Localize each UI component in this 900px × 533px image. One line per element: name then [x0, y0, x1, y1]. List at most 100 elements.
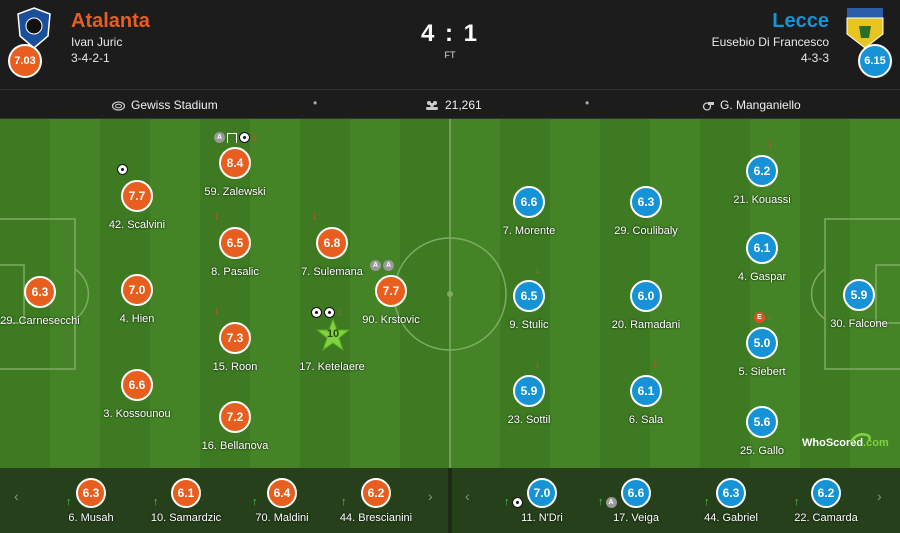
- player-name: 22. Camarda: [794, 512, 858, 524]
- sub-player-away[interactable]: 7.0 11. N'Dri: [497, 478, 587, 524]
- player-away[interactable]: 6.1 4. Gaspar: [707, 232, 817, 283]
- atalanta-crest-icon[interactable]: [14, 6, 54, 50]
- player-home[interactable]: 6.8 7. Sulemana: [277, 227, 387, 278]
- whoscored-logo[interactable]: WhoScored.com: [802, 437, 889, 449]
- player-name: 3. Kossounou: [103, 408, 171, 420]
- player-name: 17. Ketelaere: [299, 361, 365, 373]
- home-subs-prev-button[interactable]: ‹: [14, 488, 19, 504]
- away-team-name[interactable]: Lecce: [772, 10, 829, 32]
- sub-off-icon: ↓: [535, 264, 541, 276]
- stadium-name: Gewiss Stadium: [131, 98, 218, 112]
- player-rating: 7.3: [219, 322, 251, 354]
- away-subs-prev-button[interactable]: ‹: [465, 488, 470, 504]
- sub-off-icon: ↓: [214, 210, 220, 222]
- sub-player-home[interactable]: 6.3 6. Musah: [46, 478, 136, 524]
- separator-dot: •: [313, 96, 318, 110]
- player-rating: 7.2: [219, 401, 251, 433]
- separator-dot: •: [585, 96, 590, 110]
- player-rating: 5.9: [843, 279, 875, 311]
- pitch-stripe: [150, 119, 200, 468]
- player-away[interactable]: 5.6 25. Gallo: [707, 406, 817, 457]
- player-rating: 6.2: [361, 478, 391, 508]
- away-subs-next-button[interactable]: ›: [877, 488, 882, 504]
- away-manager: Eusebio Di Francesco: [711, 35, 829, 49]
- player-home[interactable]: 7.7 42. Scalvini: [82, 180, 192, 231]
- goal-icon: [511, 497, 523, 508]
- player-rating: 7.7: [121, 180, 153, 212]
- away-team-rating: 6.15: [858, 44, 892, 78]
- player-name: 7. Sulemana: [301, 266, 363, 278]
- referee-name: G. Manganiello: [720, 98, 801, 112]
- player-events: ↓: [535, 359, 541, 370]
- player-events: A ↓: [214, 132, 258, 143]
- stadium-info: Gewiss Stadium: [112, 98, 218, 112]
- player-name: 30. Falcone: [830, 318, 888, 330]
- player-name: 7. Morente: [502, 225, 556, 237]
- player-home[interactable]: 8.4 59. Zalewski: [180, 147, 290, 198]
- pitch-stripe: [450, 119, 500, 468]
- assist-icon: A: [370, 260, 381, 271]
- player-rating: 8.4: [219, 147, 251, 179]
- sub-player-home[interactable]: 6.1 10. Samardzic: [141, 478, 231, 524]
- player-away[interactable]: 6.3 29. Coulibaly: [591, 186, 701, 237]
- player-name: 29. Carnesecchi: [0, 315, 80, 327]
- player-home[interactable]: 7.3 15. Roon: [180, 322, 290, 373]
- match-info-bar: Gewiss Stadium • 21,261 • G. Manganiello: [0, 89, 900, 119]
- sub-player-home[interactable]: 6.2 44. Brescianini: [331, 478, 421, 524]
- home-team-name[interactable]: Atalanta: [71, 10, 150, 32]
- player-away[interactable]: 5.9 30. Falcone: [804, 279, 900, 330]
- assist-icon: A: [214, 132, 225, 143]
- player-home[interactable]: 6.5 8. Pasalic: [180, 227, 290, 278]
- stadium-icon: [112, 100, 125, 111]
- player-away[interactable]: 6.5 9. Stulic: [474, 280, 584, 331]
- assist-icon: A: [605, 497, 617, 508]
- goal-icon: [239, 132, 250, 143]
- player-name: 11. N'Dri: [521, 512, 563, 524]
- player-events: ↑: [794, 497, 800, 508]
- player-name: 20. Ramadani: [611, 319, 681, 331]
- player-home[interactable]: 7.0 4. Hien: [82, 274, 192, 325]
- player-name: 10. Samardzic: [150, 512, 222, 524]
- player-events: ↑: [252, 497, 258, 508]
- player-home[interactable]: 6.6 3. Kossounou: [82, 369, 192, 420]
- home-team-rating: 7.03: [8, 44, 42, 78]
- player-away[interactable]: 6.2 21. Kouassi: [707, 155, 817, 206]
- goal-icon: [311, 307, 322, 318]
- player-rating: 6.6: [513, 186, 545, 218]
- player-home motm[interactable]: 10 17. Ketelaere: [277, 318, 387, 373]
- home-subs-next-button[interactable]: ›: [428, 488, 433, 504]
- sub-off-icon: ↓: [337, 306, 343, 318]
- star-icon: [316, 318, 350, 352]
- assist-icon: A: [383, 260, 394, 271]
- sub-off-icon: ↓: [252, 131, 258, 143]
- sub-player-away[interactable]: 6.6 17. Veiga: [591, 478, 681, 524]
- player-events: ↓: [652, 359, 658, 370]
- player-home[interactable]: 7.2 16. Bellanova: [180, 401, 290, 452]
- player-rating: 6.0: [630, 280, 662, 312]
- sub-player-home[interactable]: 6.4 70. Maldini: [237, 478, 327, 524]
- sub-on-icon: ↑: [153, 496, 159, 508]
- home-formation: 3-4-2-1: [71, 51, 110, 65]
- lecce-crest-icon[interactable]: [843, 6, 887, 50]
- player-away[interactable]: 5.9 23. Sottil: [474, 375, 584, 426]
- player-name: 5. Siebert: [738, 366, 786, 378]
- player-home[interactable]: 6.3 29. Carnesecchi: [0, 276, 95, 327]
- sub-player-away[interactable]: 6.2 22. Camarda: [781, 478, 871, 524]
- player-away[interactable]: 6.6 7. Morente: [474, 186, 584, 237]
- sub-off-icon: ↓: [767, 311, 773, 323]
- sub-player-away[interactable]: 6.3 44. Gabriel: [686, 478, 776, 524]
- player-home[interactable]: 7.7 90. Krstovic: [336, 275, 446, 326]
- player-away[interactable]: 6.0 20. Ramadani: [591, 280, 701, 331]
- player-rating: 6.2: [746, 155, 778, 187]
- player-name: 17. Veiga: [613, 512, 659, 524]
- player-rating: 6.8: [316, 227, 348, 259]
- sub-on-icon: ↑: [598, 496, 604, 508]
- player-away[interactable]: 5.0 5. Siebert: [707, 327, 817, 378]
- player-away[interactable]: 6.1 6. Sala: [591, 375, 701, 426]
- card-icon: E: [754, 312, 765, 323]
- player-events: ↑ A: [598, 497, 617, 508]
- sub-off-icon: ↓: [652, 358, 658, 370]
- player-events: ↓: [535, 265, 541, 276]
- player-rating: 6.1: [171, 478, 201, 508]
- whistle-icon: [702, 101, 714, 111]
